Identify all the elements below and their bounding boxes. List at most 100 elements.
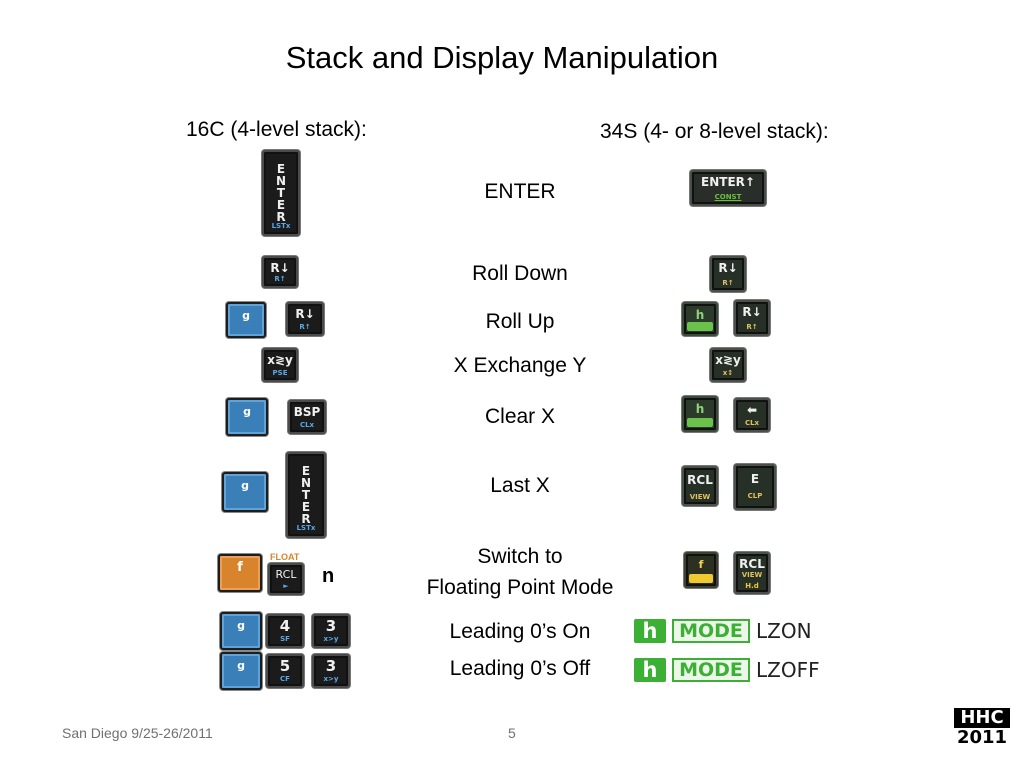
- key-letter-e2: E: [276, 198, 286, 212]
- key-16c-bsp: BSP CLx: [288, 400, 326, 434]
- key-main-label: RCL: [275, 568, 297, 581]
- key-16c-5: 5 CF: [266, 654, 304, 688]
- lzon-label: LZON: [756, 619, 812, 643]
- key-main-label: g: [243, 405, 251, 418]
- key-main-label: 4: [279, 617, 291, 635]
- key-16c-f: f: [218, 554, 262, 592]
- hhc-logo: HHC 2011: [954, 708, 1010, 748]
- key-sub-label: VIEW: [689, 493, 711, 501]
- key-sub-label: PSE: [272, 369, 288, 377]
- key-main-label: 5: [279, 657, 291, 675]
- key-letter-n: N: [300, 476, 312, 490]
- key-main-label: g: [241, 479, 249, 492]
- key-shift-bar: [689, 574, 713, 583]
- key-34s-h: h: [682, 396, 718, 432]
- key-sub-label: R↑: [722, 279, 734, 287]
- key-shift-bar: [687, 418, 713, 427]
- key-16c-3: 3 x>y: [312, 614, 350, 648]
- slide-title: Stack and Display Manipulation: [285, 40, 719, 75]
- key-34s-roll-down: R↓ R↑: [710, 256, 746, 292]
- key-sub-label: R↑: [274, 275, 286, 283]
- key-sub-label: CLx: [299, 421, 315, 429]
- key-main-label: RCL: [739, 557, 765, 571]
- row-label-switch-float-line2: Floating Point Mode: [426, 576, 614, 599]
- lzoff-label: LZOFF: [756, 658, 820, 682]
- key-16c-rcl: RCL ►: [268, 563, 304, 595]
- key-34s-backspace: ⬅ CLx: [734, 398, 770, 432]
- key-sub-label: x↕: [722, 369, 734, 377]
- backspace-icon: ⬅: [746, 403, 758, 417]
- mode-box: MODE: [672, 658, 750, 682]
- mode-h-box: h: [634, 658, 666, 682]
- key-main-label: 3: [325, 657, 337, 675]
- key-34s-rcl: RCL VIEW H.d: [734, 552, 770, 594]
- key-16c-g: g: [226, 302, 266, 338]
- key-main-label: RCL: [687, 473, 713, 487]
- row-label-leading-on: Leading 0’s On: [449, 620, 591, 643]
- key-sub-label: VIEW: [741, 571, 763, 579]
- key-main-label: R↓: [742, 305, 762, 319]
- key-sub-label: x>y: [323, 675, 339, 683]
- n-label: n: [322, 565, 335, 587]
- row-label-x-exchange-y: X Exchange Y: [453, 354, 587, 377]
- key-sub-label: CF: [280, 675, 290, 683]
- key-main-label: f: [237, 560, 243, 575]
- key-main-label: 3: [325, 617, 337, 635]
- key-sub-label: R↑: [746, 323, 758, 331]
- key-16c-g: g: [222, 472, 268, 512]
- key-main-label: x≷y: [267, 353, 293, 367]
- key-main-label: g: [237, 619, 245, 632]
- key-letter-r: R: [276, 210, 286, 224]
- key-sub-label: SF: [280, 635, 290, 643]
- row-label-roll-down: Roll Down: [472, 262, 568, 285]
- key-34s-e: E CLP: [734, 464, 776, 510]
- key-main-label: R↓: [270, 261, 290, 275]
- key-sub-label: R↑: [299, 323, 311, 331]
- key-letter-n: N: [275, 174, 287, 188]
- key-main-label: E: [750, 472, 760, 486]
- key-16c-roll-down: R↓ R↑: [262, 256, 298, 288]
- key-letter-t: T: [301, 488, 311, 502]
- hhc-logo-top: HHC: [954, 708, 1010, 728]
- key-main-label: g: [237, 659, 245, 672]
- footer-page-number: 5: [508, 725, 516, 741]
- key-16c-3: 3 x>y: [312, 654, 350, 688]
- key-main-label: R↓: [295, 307, 315, 321]
- key-16c-roll-down: R↓ R↑: [286, 302, 324, 336]
- row-label-roll-up: Roll Up: [485, 310, 555, 333]
- key-main-label: x≷y: [715, 353, 741, 367]
- key-16c-g: g: [220, 612, 262, 650]
- column-header-16c: 16C (4-level stack):: [186, 118, 367, 141]
- key-16c-4: 4 SF: [266, 614, 304, 648]
- key-sub-label: LSTx: [296, 524, 316, 532]
- key-letter-e2: E: [301, 500, 311, 514]
- key-letter-t: T: [276, 186, 286, 200]
- key-34s-enter: ENTER↑ CONST: [690, 170, 766, 206]
- key-main-label: h: [695, 308, 705, 322]
- key-main-label: h: [695, 402, 705, 416]
- key-16c-g: g: [220, 652, 262, 690]
- key-main-label: R↓: [718, 261, 738, 275]
- key-34s-rcl: RCL VIEW: [682, 466, 718, 506]
- mode-box: MODE: [672, 619, 750, 643]
- row-label-last-x: Last X: [490, 474, 550, 497]
- key-sub-label: ►: [283, 582, 289, 590]
- key-letter-r: R: [301, 512, 311, 526]
- footer-location: San Diego 9/25-26/2011: [62, 725, 213, 741]
- key-sub-label: x>y: [323, 635, 339, 643]
- key-34s-roll-down: R↓ R↑: [734, 300, 770, 336]
- key-letter-e: E: [276, 162, 286, 176]
- key-16c-enter: E N T E R LSTx: [262, 150, 300, 236]
- key-sub-label: CLP: [747, 492, 763, 500]
- key-main-label: ENTER↑: [701, 175, 755, 189]
- row-label-leading-off: Leading 0’s Off: [449, 657, 591, 680]
- key-letter-e: E: [301, 464, 311, 478]
- row-label-enter: ENTER: [484, 180, 556, 203]
- key-float-label: H.d: [745, 582, 759, 590]
- column-header-34s: 34S (4- or 8-level stack):: [600, 120, 829, 143]
- key-16c-g: g: [226, 398, 268, 436]
- key-16c-x-exchange-y: x≷y PSE: [262, 348, 298, 382]
- mode-h-box: h: [634, 619, 666, 643]
- key-main-label: g: [242, 309, 250, 322]
- row-label-switch-float: Switch to Floating Point Mode: [390, 541, 650, 603]
